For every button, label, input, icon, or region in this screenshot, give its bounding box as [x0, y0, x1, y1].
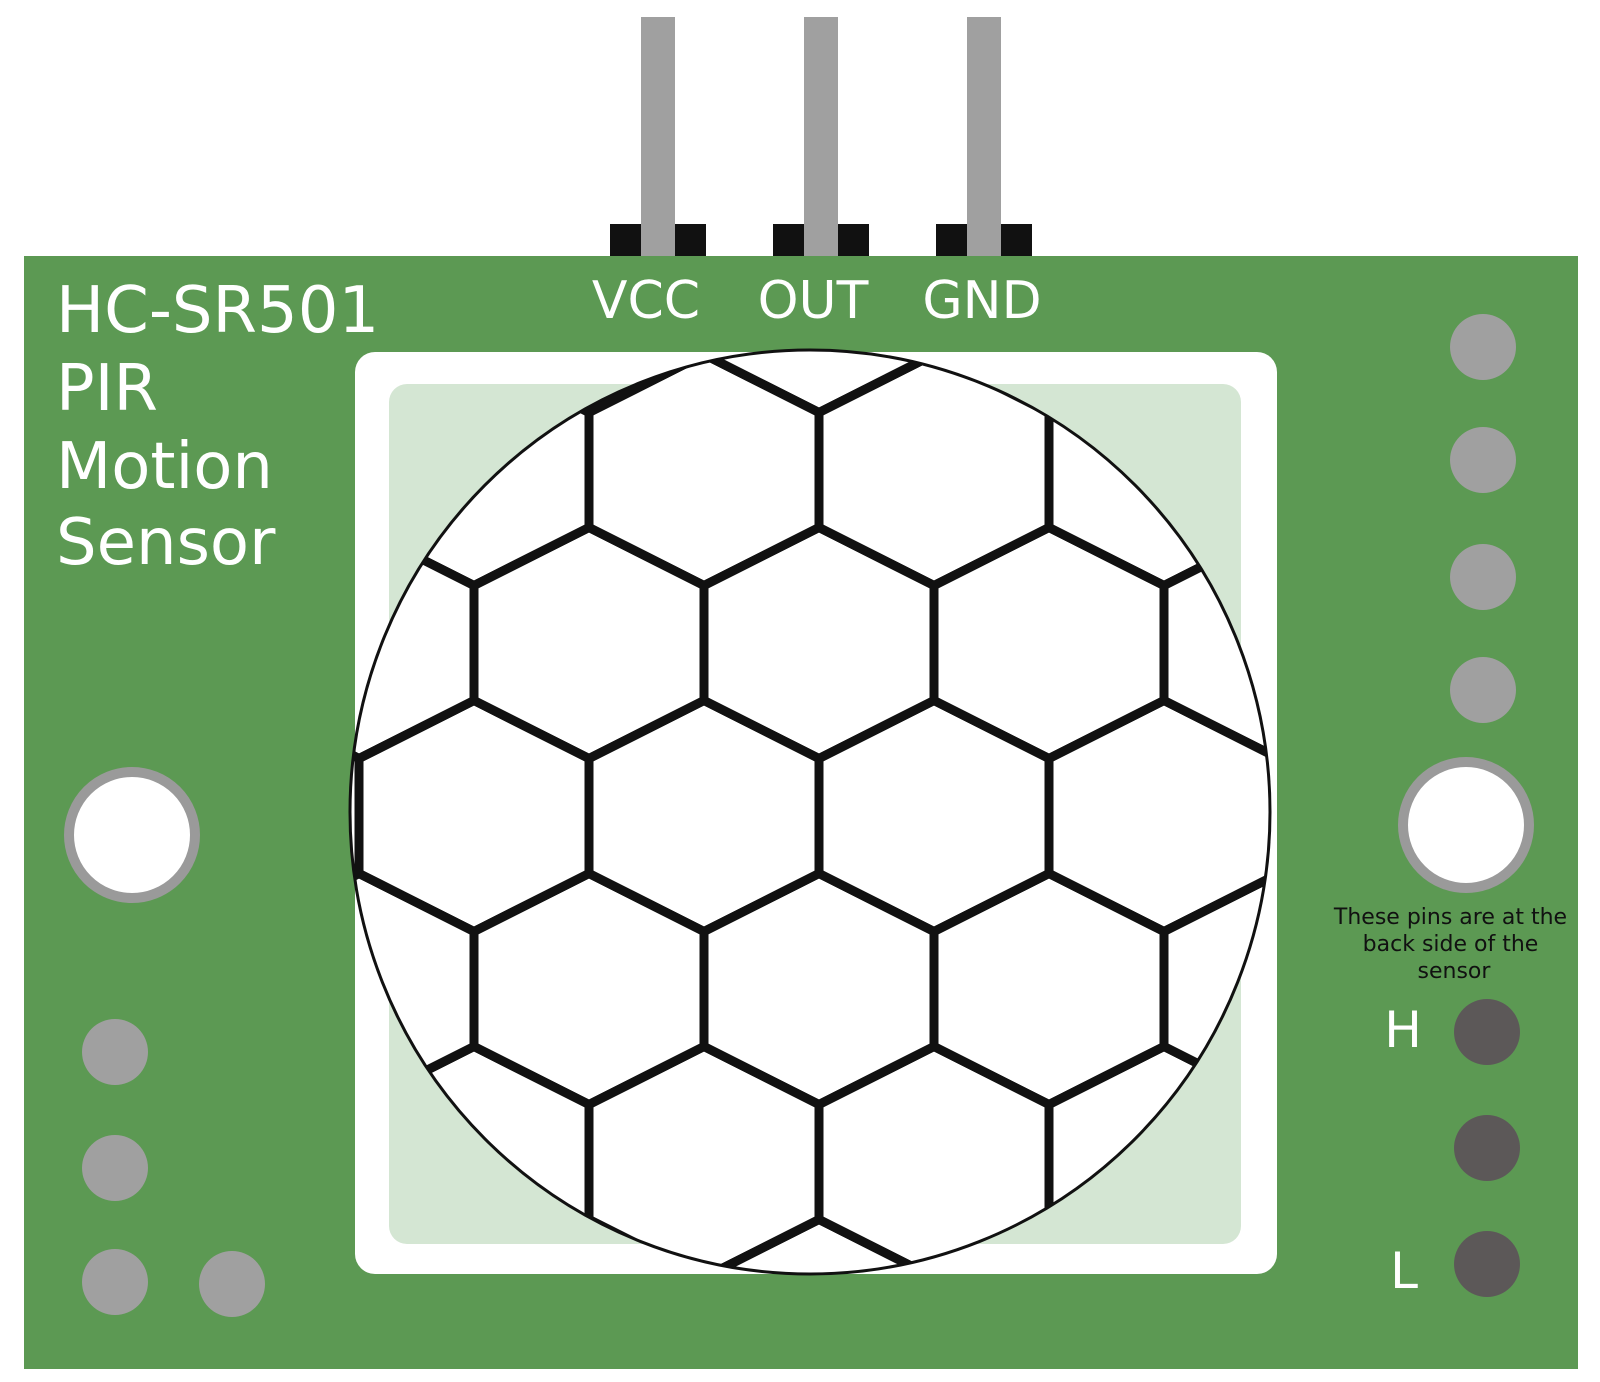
fresnel-hex-cell	[469, 350, 709, 418]
jumper-pad-common	[1454, 1115, 1520, 1181]
pad-right-4	[1450, 657, 1516, 723]
pin-base	[1001, 224, 1032, 258]
fresnel-hex-cell	[699, 350, 939, 418]
fresnel-hex-cell	[1159, 868, 1270, 1110]
jumper-label-l: L	[1390, 1242, 1418, 1300]
pad-right-1	[1450, 314, 1516, 380]
pin-label-gnd: GND	[922, 271, 1041, 331]
fresnel-hex-cell	[1159, 522, 1270, 764]
pad-right-2	[1450, 427, 1516, 493]
fresnel-lens-dome	[348, 348, 1272, 1276]
pin-base	[610, 224, 641, 258]
header-pin-out	[773, 17, 869, 259]
header-pin-vcc	[610, 17, 706, 259]
mounting-hole-right	[1398, 757, 1534, 893]
pad-left-3	[82, 1249, 148, 1315]
fresnel-hex-grid	[350, 350, 1270, 1274]
header-pin-gnd	[936, 17, 1032, 259]
pin-base	[773, 224, 804, 258]
module-title: HC-SR501 PIR Motion Sensor	[56, 274, 400, 580]
pin-label-out: OUT	[758, 271, 869, 331]
jumper-pad-h	[1454, 999, 1520, 1065]
pin-metal	[967, 17, 1001, 259]
jumper-pad-l	[1454, 1231, 1520, 1297]
mounting-hole-left	[64, 767, 200, 903]
jumper-label-h: H	[1384, 1001, 1422, 1059]
pin-metal	[804, 17, 838, 259]
pin-label-vcc: VCC	[592, 271, 700, 331]
pin-base	[838, 224, 869, 258]
pad-left-4	[199, 1251, 265, 1317]
pad-left-2	[82, 1135, 148, 1201]
jumper-note: These pins are at the back side of the s…	[1333, 905, 1574, 984]
pad-right-3	[1450, 544, 1516, 610]
pin-base	[936, 224, 967, 258]
pin-base	[675, 224, 706, 258]
pin-metal	[641, 17, 675, 259]
pad-left-1	[82, 1019, 148, 1085]
fresnel-hex-cell	[1044, 1041, 1270, 1274]
